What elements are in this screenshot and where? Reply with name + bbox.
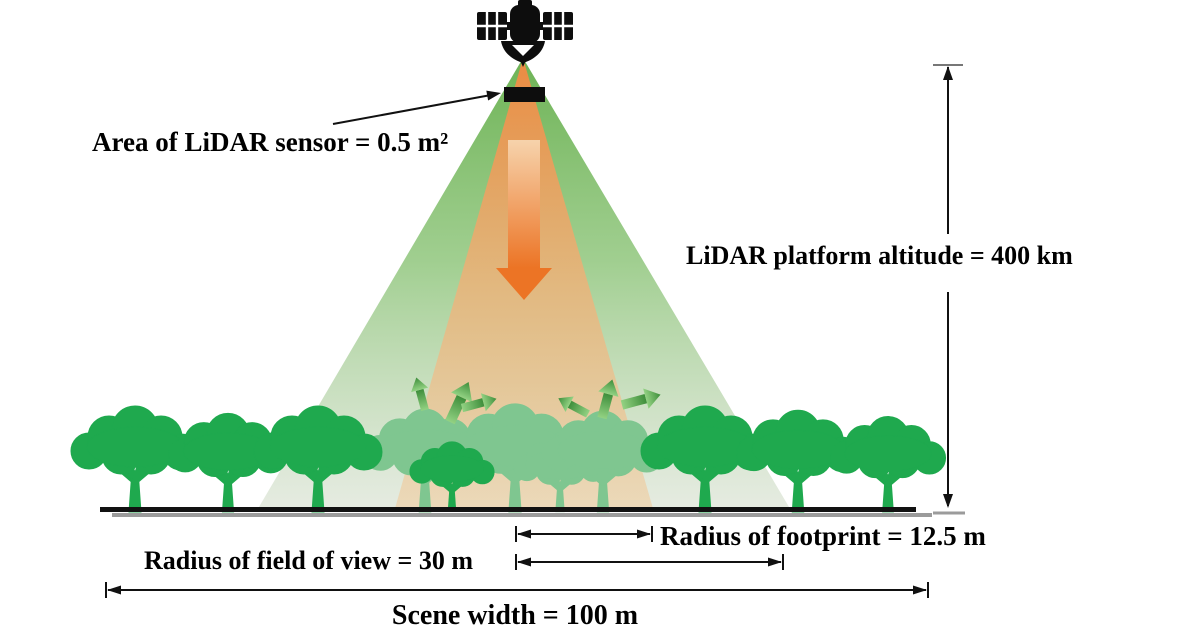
sensor-area-label: Area of LiDAR sensor = 0.5 m² — [92, 127, 449, 157]
satellite-icon — [477, 0, 573, 67]
scene-width-label: Scene width = 100 m — [391, 600, 639, 628]
platform-altitude-label: LiDAR platform altitude = 400 km — [686, 241, 1073, 270]
fov-dimension-line — [515, 554, 784, 570]
scene-width-dimension-line — [105, 582, 929, 598]
lidar-sensor-icon — [504, 87, 545, 102]
ground-line — [100, 507, 932, 517]
sensor-annotation-arrow — [332, 90, 501, 125]
beam-down-arrow-icon — [496, 140, 552, 300]
tree-icon — [830, 417, 945, 512]
footprint-radius-label: Radius of footprint = 12.5 m — [660, 521, 986, 551]
footprint-dimension-line — [515, 526, 653, 542]
field-of-view-radius-label: Radius of field of view = 30 m — [144, 546, 473, 575]
altitude-dimension-line — [933, 64, 965, 515]
